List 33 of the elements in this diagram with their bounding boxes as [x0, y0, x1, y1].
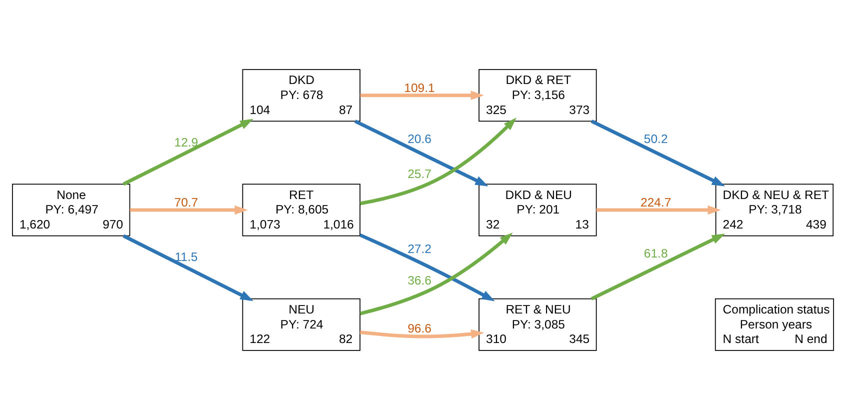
node-box: RET & NEU PY: 3,085 310 345 — [478, 298, 597, 350]
arrow — [596, 204, 721, 214]
node-box: DKD & NEU PY: 201 32 13 — [478, 183, 597, 236]
edge-label: 25.7 — [408, 166, 432, 180]
arrow — [590, 119, 726, 186]
edge-label: 70.7 — [174, 195, 198, 210]
edge-label: 36.6 — [408, 273, 432, 288]
edge-label: 50.2 — [644, 131, 668, 146]
node-box: None PY: 6,497 1,620 970 — [12, 183, 130, 236]
node-box: NEU PY: 724 122 82 — [242, 298, 360, 350]
edge-label: 20.6 — [408, 131, 432, 146]
arrow — [360, 117, 517, 205]
node-box: DKD PY: 678 104 87 — [242, 68, 360, 122]
arrow — [130, 204, 248, 214]
edge-label: 96.6 — [408, 321, 432, 336]
node-box: RET PY: 8,605 1,073 1,016 — [242, 183, 360, 236]
edge-label: 61.8 — [644, 246, 668, 260]
arrow — [360, 90, 484, 100]
node-box: DKD & NEU & RET PY: 3,718 242 439 — [715, 183, 834, 236]
edge-label: 12.9 — [174, 134, 198, 149]
arrow — [360, 328, 484, 338]
edge-label: 109.1 — [404, 80, 435, 94]
arrow — [590, 233, 726, 300]
node-box: DKD & RET PY: 3,156 325 373 — [478, 68, 597, 122]
arrow — [359, 232, 495, 301]
arrow — [122, 118, 254, 186]
node-box: Complication status Person years N start N end — [714, 298, 834, 350]
arrow — [122, 234, 254, 301]
edge-label: 224.7 — [640, 195, 672, 210]
arrow — [354, 119, 488, 186]
arrow — [360, 232, 513, 315]
edge-label: 11.5 — [174, 249, 198, 264]
edge-label: 27.2 — [408, 242, 432, 256]
